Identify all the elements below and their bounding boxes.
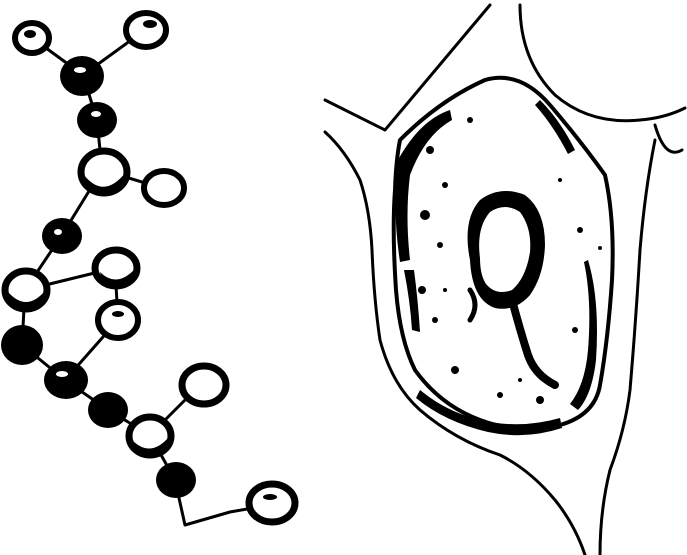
granule xyxy=(432,317,438,323)
atom-dark xyxy=(42,218,82,254)
atom-highlight xyxy=(74,67,86,73)
atom-dark xyxy=(44,361,88,399)
granule xyxy=(536,396,544,404)
granule xyxy=(467,117,473,123)
granule xyxy=(451,366,459,374)
granule xyxy=(426,146,434,154)
granule xyxy=(443,288,447,292)
atom-light xyxy=(126,13,166,47)
atom-light xyxy=(15,23,49,53)
atom-dark xyxy=(1,325,43,365)
granule xyxy=(518,378,522,382)
atom-shading xyxy=(24,30,36,38)
atom-dark xyxy=(88,392,128,428)
atom-dark xyxy=(77,102,117,138)
granule xyxy=(420,210,430,220)
atom-shading xyxy=(112,311,124,317)
granule xyxy=(497,392,503,398)
atom-highlight xyxy=(91,111,101,117)
granule xyxy=(598,246,602,250)
granule xyxy=(577,227,583,233)
atom-highlight xyxy=(56,371,68,377)
atom-shading xyxy=(143,20,157,28)
atom-light xyxy=(98,302,138,338)
atom-shading xyxy=(263,494,277,500)
granule xyxy=(572,327,578,333)
granule xyxy=(442,182,448,188)
atom-highlight xyxy=(54,229,62,235)
atom-dark xyxy=(156,462,196,498)
atom-light xyxy=(144,171,184,205)
atom-dark xyxy=(60,56,104,96)
granule xyxy=(437,242,443,248)
granule xyxy=(418,286,426,294)
atom-light xyxy=(249,484,295,522)
granule xyxy=(558,178,562,182)
atom-light xyxy=(182,366,226,404)
